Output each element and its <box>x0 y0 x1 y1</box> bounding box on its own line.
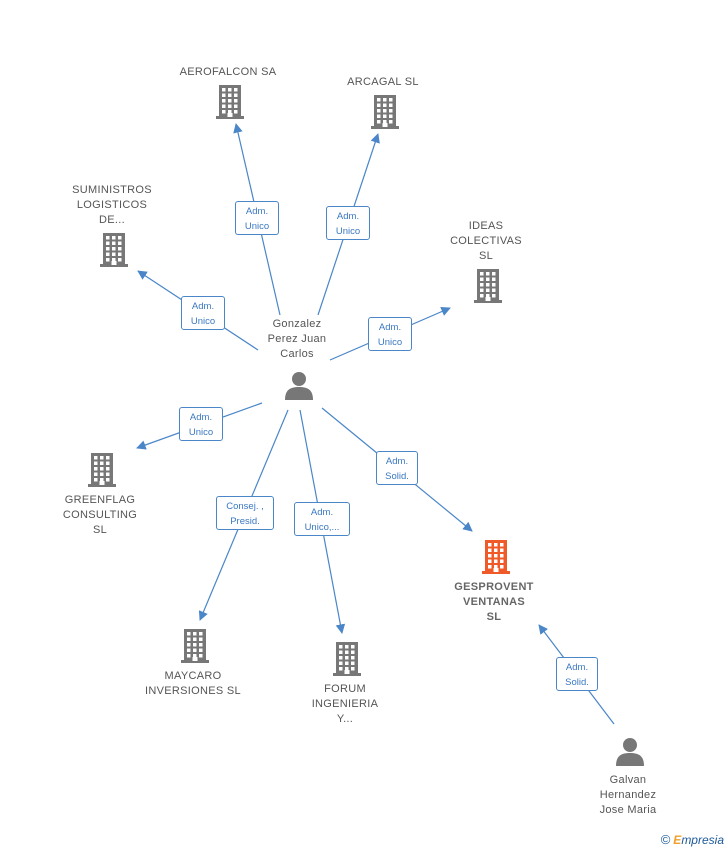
relation-badge-gonzalez-arcagal[interactable]: Adm. Unico <box>326 206 370 240</box>
relation-badge-gonzalez-gesprovent[interactable]: Adm. Solid. <box>376 451 418 485</box>
building-icon[interactable] <box>480 539 512 580</box>
building-icon[interactable] <box>331 641 363 682</box>
copyright-icon: © <box>660 832 671 847</box>
relation-badge-gonzalez-aerofalcon[interactable]: Adm. Unico <box>235 201 279 235</box>
company-label-aerofalcon[interactable]: AEROFALCON SA <box>179 66 277 78</box>
building-icon[interactable] <box>86 452 118 493</box>
person-icon[interactable] <box>615 737 645 772</box>
company-label-arcagal[interactable]: ARCAGAL SL <box>347 76 419 88</box>
company-label-greenflag[interactable]: GREENFLAG CONSULTING SL <box>62 494 138 536</box>
company-label-maycaro[interactable]: MAYCARO INVERSIONES SL <box>145 670 241 697</box>
relation-badge-galvan-gesprovent[interactable]: Adm. Solid. <box>556 657 598 691</box>
relation-badge-gonzalez-maycaro[interactable]: Consej. , Presid. <box>216 496 274 530</box>
building-icon[interactable] <box>214 84 246 125</box>
relation-badge-gonzalez-ideas[interactable]: Adm. Unico <box>368 317 412 351</box>
building-icon[interactable] <box>179 628 211 669</box>
brand-logo: ©Empresia <box>661 832 724 847</box>
person-label-galvan[interactable]: Galvan Hernandez Jose Maria <box>599 774 657 816</box>
person-icon[interactable] <box>284 371 314 406</box>
building-icon[interactable] <box>472 268 504 309</box>
company-label-gesprovent[interactable]: GESPROVENT VENTANAS SL <box>454 581 534 623</box>
company-label-forum[interactable]: FORUM INGENIERIA Y... <box>311 683 379 725</box>
company-label-suministros[interactable]: SUMINISTROS LOGISTICOS DE... <box>72 184 152 226</box>
brand-name: mpresia <box>681 833 724 847</box>
building-icon[interactable] <box>369 94 401 135</box>
relation-badge-gonzalez-greenflag[interactable]: Adm. Unico <box>179 407 223 441</box>
person-label-gonzalez[interactable]: Gonzalez Perez Juan Carlos <box>267 318 327 360</box>
company-label-ideas[interactable]: IDEAS COLECTIVAS SL <box>450 220 522 262</box>
brand-initial: E <box>673 833 682 847</box>
relation-badge-gonzalez-forum[interactable]: Adm. Unico,... <box>294 502 350 536</box>
building-icon[interactable] <box>98 232 130 273</box>
relation-badge-gonzalez-suministros[interactable]: Adm. Unico <box>181 296 225 330</box>
